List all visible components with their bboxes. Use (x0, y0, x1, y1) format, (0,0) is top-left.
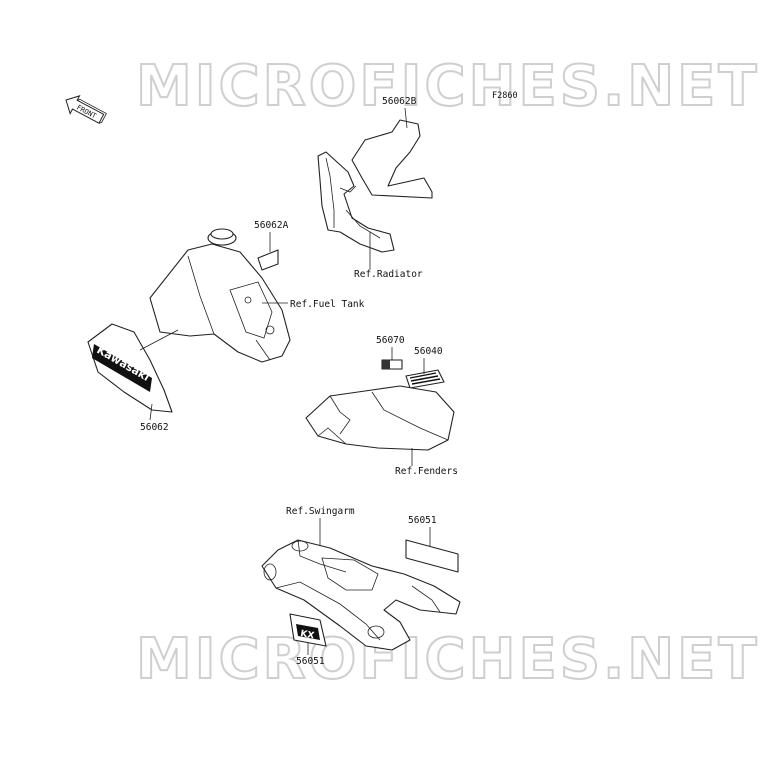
swingarm-shape (261, 539, 461, 651)
callout-56062: 56062 (140, 422, 169, 433)
callout-56070: 56070 (376, 335, 405, 346)
watermark-bottom: MICROFICHES.NET (136, 627, 760, 692)
fuel-tank-shape (149, 228, 291, 363)
decal-56062a-shape (257, 249, 279, 271)
front-arrow-icon: FRONT (65, 95, 107, 124)
callout-ref-fenders: Ref.Fenders (395, 466, 458, 477)
callout-ref-fuel-tank: Ref.Fuel Tank (290, 299, 365, 310)
callout-56062b: 56062B (382, 96, 417, 107)
leader-56062 (149, 403, 153, 421)
watermark-top: MICROFICHES.NET (136, 54, 760, 119)
label-56040-shape (405, 369, 445, 389)
callout-56062a: 56062A (254, 220, 289, 231)
decal-56051-right-shape (405, 539, 459, 573)
kx-decal-text: KX (299, 629, 314, 641)
rear-fender-shape (305, 385, 455, 451)
leader-56062-tank (139, 329, 179, 351)
decal-56051-bottom-shape: KX (289, 613, 327, 647)
callout-56051-right: 56051 (408, 515, 437, 526)
leader-56062b (404, 107, 408, 129)
radiator-shroud-shape (317, 151, 395, 253)
callout-56040: 56040 (414, 346, 443, 357)
callout-ref-radiator: Ref.Radiator (354, 269, 423, 280)
callout-ref-swingarm: Ref.Swingarm (286, 506, 355, 517)
label-56070-shape (381, 359, 403, 370)
callout-56051-bottom: 56051 (296, 656, 325, 667)
decal-56062b-shape (351, 119, 433, 199)
figure-id: F2860 (492, 91, 518, 101)
decal-56062-shape: Kawasaki (87, 323, 173, 413)
